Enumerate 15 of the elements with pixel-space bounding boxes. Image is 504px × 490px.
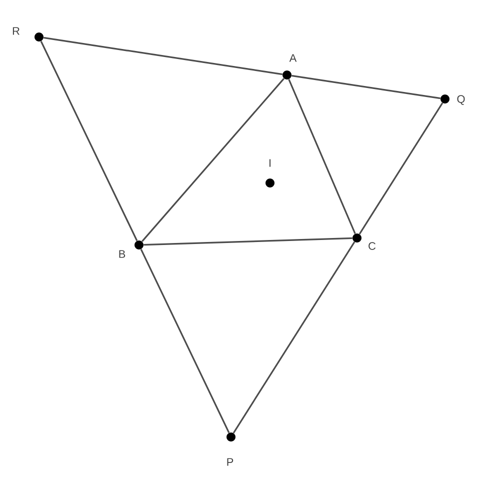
segment <box>44 36 282 76</box>
segment <box>232 242 356 434</box>
segment <box>292 74 440 100</box>
point-label: A <box>289 54 297 62</box>
point-label: Q <box>457 95 465 105</box>
segment <box>144 237 352 246</box>
point-label: C <box>368 242 376 250</box>
segment <box>40 40 138 242</box>
segment <box>141 78 285 242</box>
segment <box>288 79 356 234</box>
point-label: B <box>119 250 126 258</box>
segment <box>140 248 230 434</box>
point-label: R <box>12 27 20 35</box>
point-label: P <box>227 458 234 466</box>
segment <box>358 102 444 234</box>
